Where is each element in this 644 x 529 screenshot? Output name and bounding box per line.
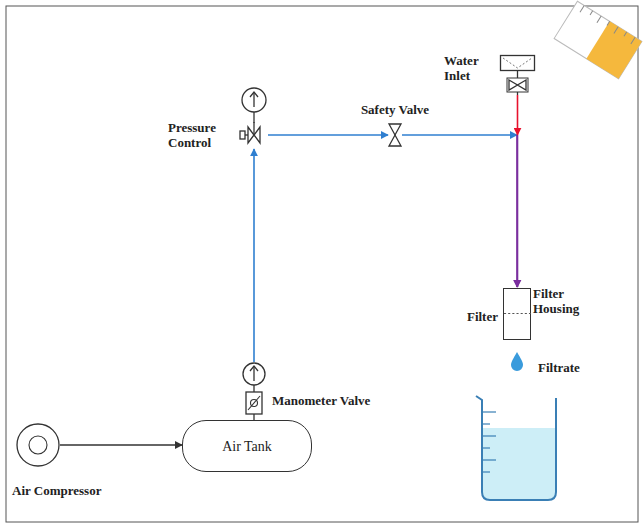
pressure-gauge [242,88,266,123]
part-label: Filtrate [538,360,580,375]
manometer-valve: Manometer Valve [242,362,266,420]
pipe-segment [402,134,517,136]
pipe-segment [60,444,182,446]
node-label: Filter Housing [533,286,591,316]
pipe-connector [268,135,388,136]
water-inlet: Water Inlet [500,55,535,95]
pipe-segment [268,134,388,136]
frame [6,6,638,522]
air-compressor: Air Compressor [16,423,60,467]
pipe-segment [517,135,519,287]
beaker [476,396,556,500]
node-label: Air Compressor [12,483,101,498]
water-inlet-symbol [500,55,535,95]
air-tank: Air Tank [182,420,312,472]
manometer-valve-symbol [242,362,266,420]
pressure-control-valve-symbol [240,122,268,148]
air-compressor-symbol [16,423,60,467]
pipe-connector [60,445,182,446]
node-label: Air Tank [222,439,272,454]
pressure-control-valve: Pressure Control [240,122,268,148]
pouring-cylinder [554,1,642,79]
filter-housing: Filter HousingFilter [503,288,531,340]
pipe-segment [253,149,255,362]
node-label: Pressure Control [168,120,232,150]
pipe-connector [254,149,255,362]
pipe-segment [516,135,518,287]
safety-valve: Safety Valve [388,123,402,147]
water-drop [511,352,523,371]
node-label: Safety Valve [361,102,429,117]
pipe-connector [517,95,518,287]
filter-housing-symbol [504,289,530,339]
node-label: Filter [467,309,498,324]
pipe-connector [402,135,517,287]
node-label: Manometer Valve [272,393,370,408]
pipe-segment [517,95,519,135]
safety-valve-symbol [388,123,402,147]
node-label: Water Inlet [444,53,494,83]
